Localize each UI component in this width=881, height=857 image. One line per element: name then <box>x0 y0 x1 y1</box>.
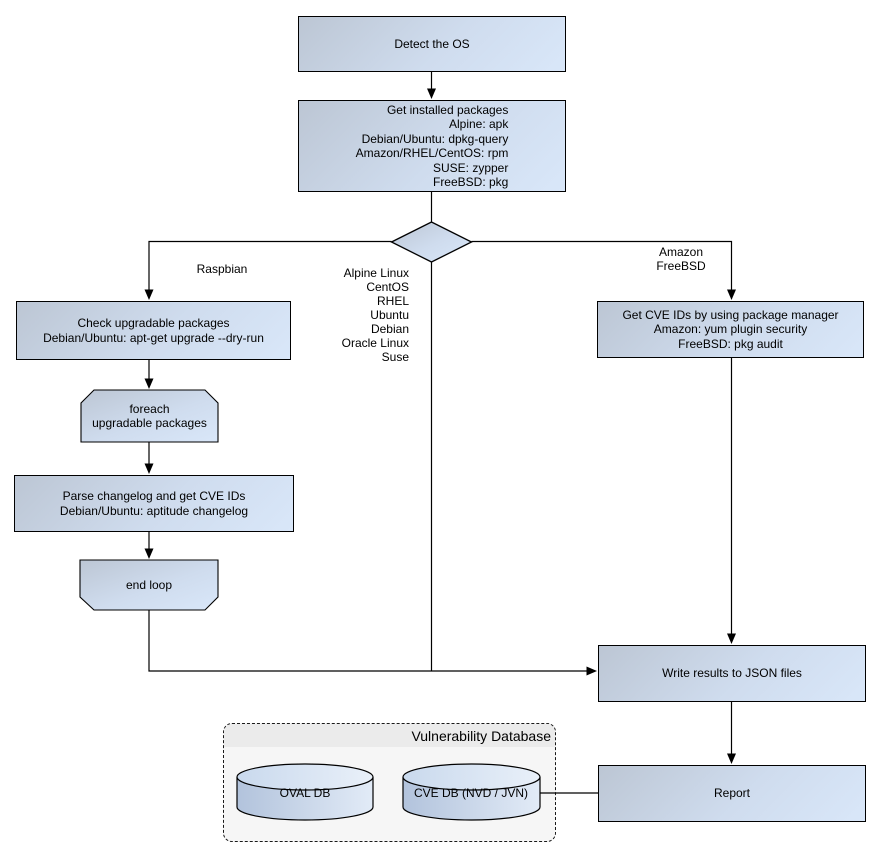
vulnerability-database-title: Vulnerability Database <box>411 727 551 744</box>
node-write-results: Write results to JSON files <box>598 645 866 702</box>
oval-db-label: OVAL DB <box>279 786 331 801</box>
foreach-loop-label: foreach upgradable packages <box>92 401 207 431</box>
arrowhead-into-foreach <box>144 378 154 389</box>
node-detect-os: Detect the OS <box>298 16 566 72</box>
arrowhead-into-endloop <box>144 548 154 559</box>
decision-diamond <box>390 221 473 263</box>
flow-connectors <box>148 71 733 794</box>
cve-db-cylinder <box>402 763 541 821</box>
end-loop-label: end loop <box>125 577 173 592</box>
arrowhead-into-check <box>144 289 154 300</box>
cve-db-cylinder-top <box>402 763 541 791</box>
vulnerability-database-header: Vulnerability Database <box>224 724 555 747</box>
cve-db-label: CVE DB (NVD / JVN) <box>413 786 528 801</box>
arrowhead-into-parse <box>144 463 154 474</box>
edge-label-raspbian: Raspbian <box>196 262 248 276</box>
connector-decision-to-check <box>148 240 392 290</box>
edge-label-os-list: Alpine Linux CentOS RHEL Ubuntu Debian O… <box>341 266 409 364</box>
node-get-installed-packages-label: Get installed packages Alpine: apk Debia… <box>355 102 509 190</box>
node-get-installed-packages: Get installed packages Alpine: apk Debia… <box>298 100 566 192</box>
end-loop-shape <box>79 559 219 611</box>
connector-endloop-to-write <box>148 610 587 672</box>
foreach-loop-shape <box>80 389 219 443</box>
arrowhead-into-write-top <box>727 633 736 644</box>
arrowhead-into-report <box>727 753 736 764</box>
edge-label-amazon-freebsd: Amazon FreeBSD <box>656 245 706 273</box>
arrowheads <box>144 88 736 764</box>
node-check-upgradable: Check upgradable packages Debian/Ubuntu:… <box>16 301 291 360</box>
oval-db-cylinder <box>236 763 374 821</box>
node-report: Report <box>598 765 866 822</box>
node-parse-changelog: Parse changelog and get CVE IDs Debian/U… <box>14 475 294 532</box>
node-get-cve-ids: Get CVE IDs by using package manager Ama… <box>597 301 864 358</box>
arrowhead-into-getcve <box>727 289 736 300</box>
connector-decision-to-getcve <box>471 240 733 290</box>
arrowhead-into-write-left <box>586 666 597 676</box>
oval-db-cylinder-top <box>236 763 374 791</box>
arrowhead-into-packages <box>427 88 436 99</box>
